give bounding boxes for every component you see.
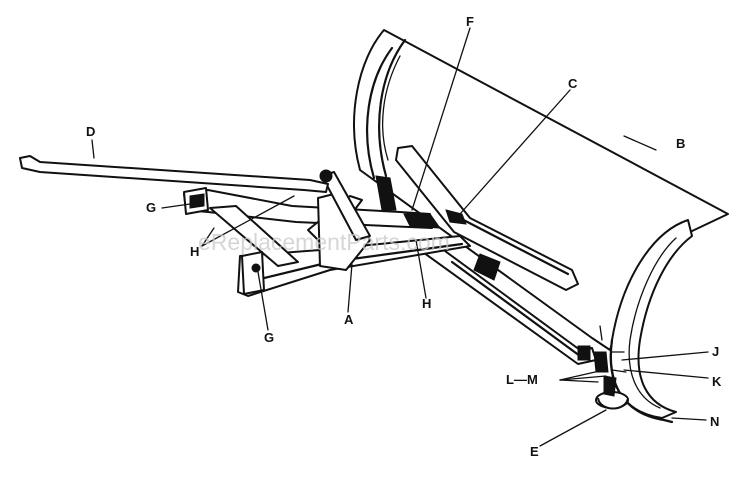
- watermark-text: eReplacementParts.com: [198, 229, 450, 255]
- label-n: N: [710, 414, 719, 429]
- label-k: K: [712, 374, 722, 389]
- label-c: C: [568, 76, 578, 91]
- label-e: E: [530, 444, 539, 459]
- part-labels: D F C B G H G A H J L—M K N E: [86, 14, 722, 459]
- lift-handle: [19, 155, 329, 193]
- label-a: A: [344, 312, 354, 327]
- label-l-m: L—M: [506, 372, 538, 387]
- label-g-lower: G: [264, 330, 274, 345]
- label-g-upper: G: [146, 200, 156, 215]
- blade: [353, 29, 729, 424]
- leader-lines: [91, 27, 709, 447]
- label-f: F: [466, 14, 474, 29]
- label-h-left: H: [190, 244, 199, 259]
- label-b: B: [676, 136, 685, 151]
- skid-shoe: [595, 375, 629, 410]
- angle-arm: [395, 145, 579, 291]
- label-d: D: [86, 124, 95, 139]
- a-frame: [183, 169, 471, 297]
- label-h-center: H: [422, 296, 431, 311]
- label-j: J: [712, 344, 719, 359]
